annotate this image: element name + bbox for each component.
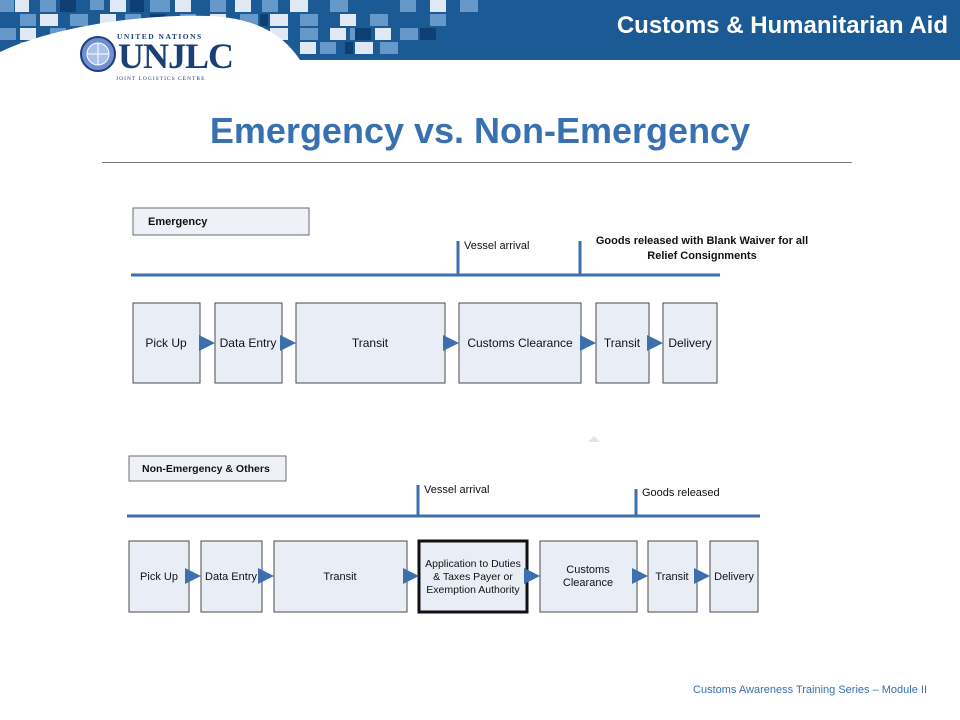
non-emergency-step-box	[200, 540, 263, 613]
emergency-step-3: Transit	[352, 336, 389, 350]
emergency-step-box	[595, 302, 650, 384]
header-title: Customs & Humanitarian Aid	[616, 12, 948, 39]
slide-title: Emergency vs. Non-Emergency	[209, 110, 751, 151]
emergency-label: Emergency	[148, 216, 208, 228]
emergency-step-5: Transit	[604, 336, 641, 350]
non-emergency-step-box	[273, 540, 408, 613]
footer-text: Customs Awareness Training Series – Modu…	[693, 684, 927, 696]
non-emergency-step-2: Data Entry	[205, 571, 257, 583]
emergency-goods-released-line1: Goods released with Blank Waiver for all	[596, 235, 808, 247]
non-emergency-step-4-line3: Exemption Authority	[426, 584, 520, 596]
non-emergency-step-3: Transit	[323, 571, 356, 583]
logo-sub-text: JOINT LOGISTICS CENTRE	[116, 76, 206, 82]
emergency-label-box	[132, 207, 310, 236]
non-emergency-label-box	[128, 455, 287, 482]
non-emergency-step-5-line1: Customs	[566, 564, 610, 576]
un-globe-icon	[80, 36, 116, 72]
non-emergency-step-6: Transit	[655, 571, 688, 583]
logo-main-text: UNJLC	[118, 36, 234, 76]
unjlc-logo: UNITED NATIONS UNJLC JOINT LOGISTICS CEN…	[80, 28, 234, 88]
emergency-step-box	[132, 302, 201, 384]
emergency-goods-released-line2: Relief Consignments	[647, 250, 756, 262]
emergency-step-6: Delivery	[668, 336, 711, 350]
non-emergency-step-4-line2: & Taxes Payer or	[433, 571, 513, 583]
non-emergency-goods-released-label: Goods released	[642, 487, 720, 499]
title-divider	[102, 162, 852, 163]
emergency-step-box	[458, 302, 582, 384]
emergency-vessel-arrival-label: Vessel arrival	[464, 240, 529, 252]
non-emergency-step-box	[128, 540, 190, 613]
emergency-step-4: Customs Clearance	[467, 336, 573, 350]
emergency-section: Emergency Vessel arrival Goods released …	[131, 207, 808, 384]
header-bar: Customs & Humanitarian Aid	[0, 0, 960, 60]
non-emergency-step-5-line2: Clearance	[563, 577, 613, 589]
header-banner-graphic	[0, 0, 960, 60]
non-emergency-step-box	[709, 540, 759, 613]
emergency-step-1: Pick Up	[145, 336, 187, 350]
non-emergency-section: Non-Emergency & Others Vessel arrival Go…	[127, 455, 760, 614]
emergency-step-2: Data Entry	[220, 336, 277, 350]
non-emergency-step-4-line1: Application to Duties	[425, 558, 521, 570]
non-emergency-step-7: Delivery	[714, 571, 754, 583]
emergency-step-box	[662, 302, 718, 384]
non-emergency-step-box	[539, 540, 638, 613]
logo-top-text: UNITED NATIONS	[117, 32, 203, 41]
emergency-step-box	[214, 302, 283, 384]
non-emergency-step-1: Pick Up	[140, 571, 178, 583]
non-emergency-vessel-arrival-label: Vessel arrival	[424, 484, 489, 496]
decorative-triangle	[588, 436, 600, 442]
non-emergency-label: Non-Emergency & Others	[142, 463, 270, 475]
